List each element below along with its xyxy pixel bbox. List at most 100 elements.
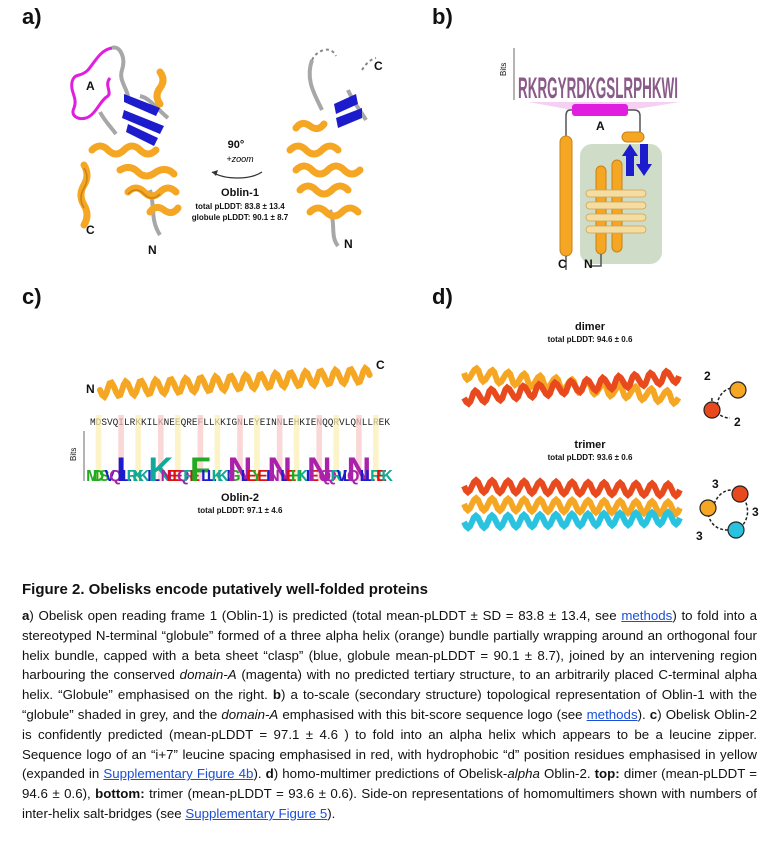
panel-d-letter: d) xyxy=(432,284,453,309)
dimer-bridge-count-bottom: 2 xyxy=(734,415,741,429)
logo-letter: G xyxy=(228,468,240,485)
logo-highlight-yellow xyxy=(214,415,221,481)
logo-letter: L xyxy=(207,468,217,485)
logo-letter: I xyxy=(266,468,270,485)
oblin1-total-plddt: total pLDDT: 83.8 ± 13.4 xyxy=(195,202,285,211)
logo-letter: L xyxy=(343,468,353,485)
logo-letter: N xyxy=(267,451,292,489)
logo-highlight-red xyxy=(237,415,243,481)
logo-letter: I xyxy=(116,451,125,489)
oblin2-logo-bits-axis: Bits xyxy=(70,448,78,461)
logo-highlight-red xyxy=(276,415,283,481)
logo-letter: H xyxy=(291,468,303,485)
logo-letter: Q xyxy=(319,468,331,485)
methods-link-2[interactable]: methods xyxy=(586,706,638,722)
label-n-left: N xyxy=(148,243,157,257)
logo-letter: R xyxy=(127,468,139,485)
trimer-plddt: total pLDDT: 93.6 ± 0.6 xyxy=(548,453,633,462)
logo-highlight-yellow xyxy=(333,415,340,481)
supplementary-figure-4b-link[interactable]: Supplementary Figure 4b xyxy=(103,766,254,782)
logo-letter: K xyxy=(217,468,229,485)
trimer-structure xyxy=(461,476,683,532)
logo-letter: Q xyxy=(109,468,121,485)
label-c-right: C xyxy=(374,59,383,73)
logo-letter: Y xyxy=(252,468,263,485)
oblin1-structure-right xyxy=(286,48,377,248)
logo-letter: N xyxy=(347,451,372,489)
logo-letter: L xyxy=(241,468,251,485)
oblin1-name: Oblin-1 xyxy=(221,187,259,199)
logo-letter: I xyxy=(147,468,151,485)
logo-letter: Q xyxy=(347,468,359,485)
logo-letter: N xyxy=(228,451,253,489)
logo-highlight-yellow xyxy=(254,415,260,481)
topology-label-a: A xyxy=(596,119,605,133)
rotation-arrow-icon xyxy=(211,171,263,179)
logo-letter: R xyxy=(183,468,195,485)
logo-letter: K xyxy=(132,468,144,485)
logo-highlight-yellow xyxy=(373,415,379,481)
logo-letter: E xyxy=(257,468,268,485)
domain-a-bar xyxy=(572,104,628,116)
trimer-title: trimer xyxy=(574,439,606,451)
figure-caption-body: a) Obelisk open reading frame 1 (Oblin-1… xyxy=(22,608,757,821)
logo-letter: Q xyxy=(324,468,336,485)
c-terminal-helix xyxy=(559,135,573,257)
logo-letter: L xyxy=(201,468,211,485)
helix-label-n: N xyxy=(86,382,95,396)
logo-letter: L xyxy=(365,468,375,485)
trimer-bridge-count-right: 3 xyxy=(752,505,759,519)
logo-bits-axis: Bits xyxy=(500,63,508,76)
logo-highlight-red xyxy=(157,415,164,481)
beta-strand-down-icon xyxy=(636,144,652,176)
oblin2-helix xyxy=(97,363,373,402)
trimer-bridge-count-left: 3 xyxy=(696,529,703,543)
logo-letter: N xyxy=(307,451,332,489)
logo-letter: R xyxy=(370,468,382,485)
panel-c-figure: N C MDSVQILRKKILKNEEQREFLLKKIGNLEYEINNLE… xyxy=(70,358,393,515)
logo-highlight-red xyxy=(316,415,323,481)
supplementary-figure-5-link[interactable]: Supplementary Figure 5 xyxy=(185,805,328,821)
logo-highlight-yellow xyxy=(293,415,300,481)
panel-a-letter: a) xyxy=(22,4,42,29)
dimer-plddt: total pLDDT: 94.6 ± 0.6 xyxy=(548,335,633,344)
logo-letter: K xyxy=(381,468,393,485)
oblin2-name: Oblin-2 xyxy=(221,492,259,504)
trimer-salt-bridge-schematic xyxy=(699,485,749,539)
logo-letter: R xyxy=(330,468,342,485)
topology-label-c: C xyxy=(558,257,567,271)
logo-letter: L xyxy=(150,468,160,485)
logo-letter: K xyxy=(212,468,224,485)
panel-d-figure: dimer total pLDDT: 94.6 ± 0.6 2 2 trimer… xyxy=(461,321,759,543)
logo-letter: E xyxy=(286,468,297,485)
logo-highlight-yellow xyxy=(174,415,181,481)
logo-letter: K xyxy=(148,451,173,489)
logo-highlight-red xyxy=(118,415,124,481)
dimer-bridge-count-top: 2 xyxy=(704,369,711,383)
panel-c-letter: c) xyxy=(22,284,42,309)
dimer-structure xyxy=(461,364,682,408)
logo-letter: E xyxy=(172,468,183,485)
logo-highlight-yellow xyxy=(95,415,102,481)
logo-letter: E xyxy=(167,468,178,485)
logo-letter: E xyxy=(308,468,319,485)
logo-letter: N xyxy=(161,468,173,485)
logo-letter: L xyxy=(122,468,132,485)
logo-letter: Q xyxy=(177,468,189,485)
helix-label-c: C xyxy=(376,358,385,372)
topology-label-n: N xyxy=(584,257,593,271)
figure-caption-title: Figure 2. Obelisks encode putatively wel… xyxy=(22,581,428,598)
panel-b-letter: b) xyxy=(432,4,453,29)
label-n-right: N xyxy=(344,237,353,251)
logo-letter: L xyxy=(360,468,370,485)
panel-b-figure: Bits RKRGYRDKGSLRPHKWI A C N xyxy=(500,48,680,271)
dimer-title: dimer xyxy=(575,321,606,333)
beta-strand-up-icon xyxy=(622,144,638,176)
logo-letter: V xyxy=(337,468,348,485)
methods-link[interactable]: methods xyxy=(621,608,673,623)
label-c-left: C xyxy=(86,223,95,237)
logo-letter: E xyxy=(189,468,200,485)
logo-highlight-yellow xyxy=(135,415,141,481)
logo-highlight-columns xyxy=(95,415,379,481)
zoom-label: +zoom xyxy=(226,154,254,164)
